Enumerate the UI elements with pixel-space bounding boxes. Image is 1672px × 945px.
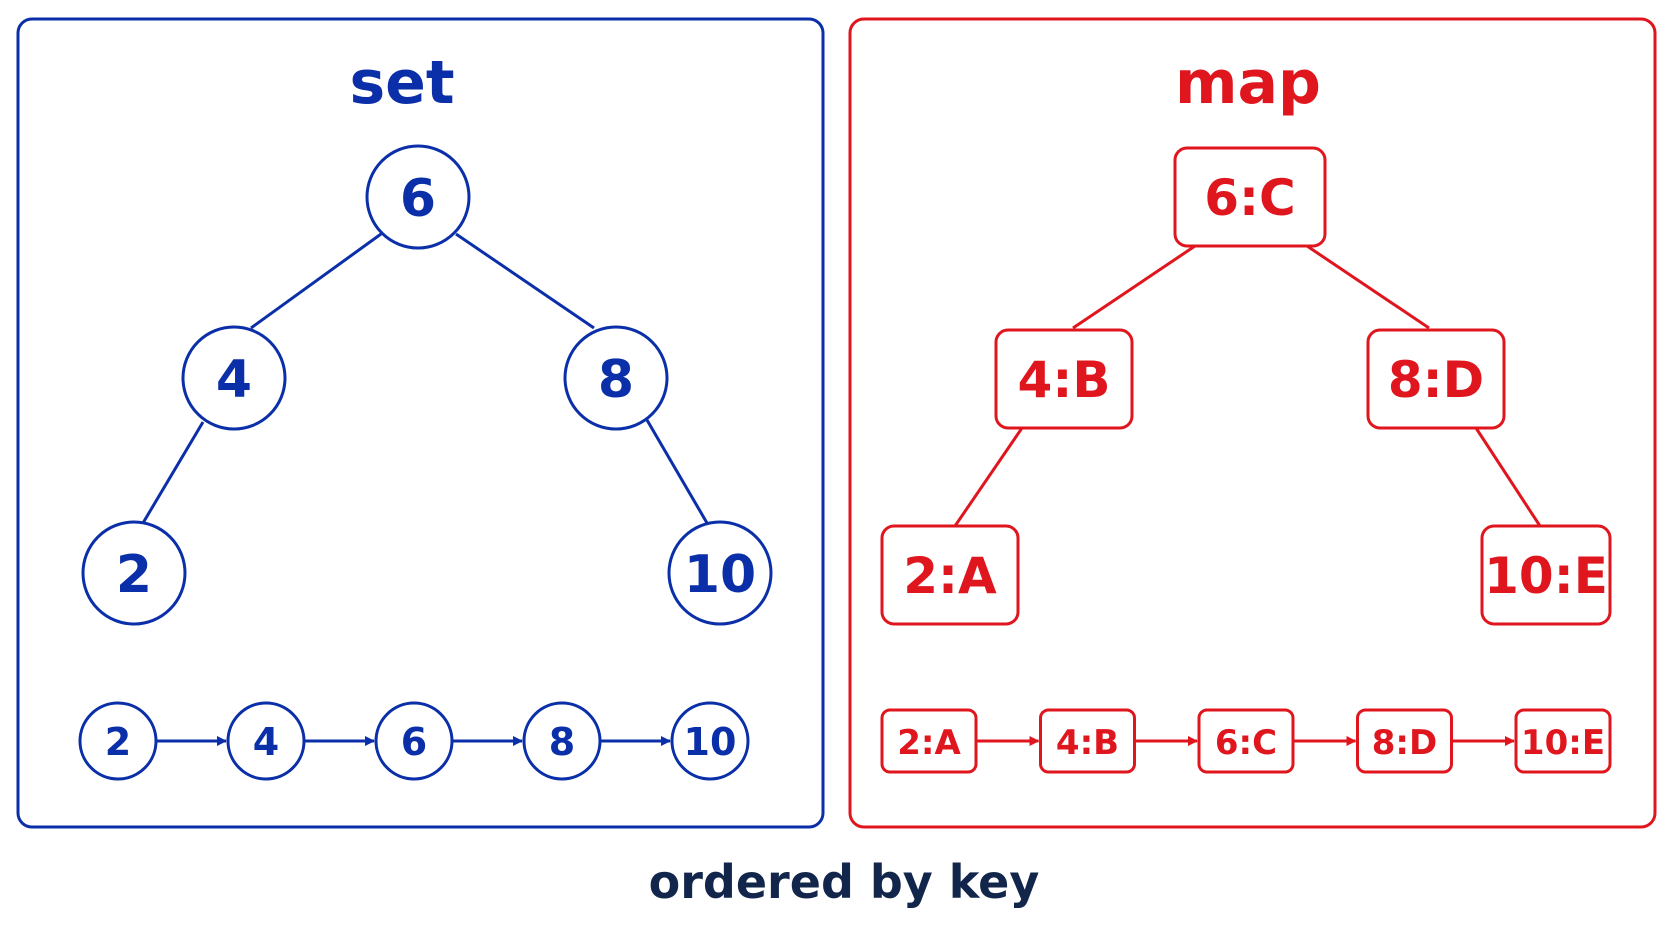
map-tree-edges (953, 244, 1542, 527)
set-panel: set 6 4 8 2 10 2 4 6 8 10 (16, 17, 825, 829)
set-tree-node-root-label: 6 (400, 169, 436, 229)
map-edge-root-left (1072, 244, 1196, 330)
map-sequence-node: 6:C (1197, 708, 1295, 774)
set-tree-node-left-left: 2 (81, 520, 187, 626)
map-sequence-node-label: 6:C (1215, 723, 1277, 763)
set-tree-edges (141, 232, 709, 524)
set-title: set (349, 48, 454, 118)
map-tree-node-root-label: 6:C (1204, 169, 1295, 227)
map-sequence-node: 4:B (1039, 708, 1136, 774)
set-panel-frame (16, 17, 825, 829)
set-tree-node-root: 6 (365, 144, 471, 250)
map-tree-node-root: 6:C (1173, 146, 1327, 248)
map-edge-right-rightright (1474, 427, 1542, 527)
set-edge-right-rightright (645, 419, 709, 524)
set-sequence-node-label: 2 (105, 720, 131, 764)
set-tree-node-left-left-label: 2 (116, 545, 152, 605)
map-tree-node-right-right: 10:E (1480, 524, 1612, 626)
set-edge-root-left (250, 232, 382, 330)
map-title: map (1175, 48, 1321, 118)
set-sequence-node-label: 6 (401, 720, 427, 764)
set-sequence-node: 4 (226, 701, 306, 781)
set-edge-left-leftleft (141, 421, 205, 524)
map-sequence-node-label: 10:E (1521, 723, 1605, 763)
set-sequence-node: 6 (374, 701, 454, 781)
set-tree-node-right-right: 10 (667, 520, 773, 626)
map-sequence-node-label: 2:A (897, 723, 961, 763)
set-tree-node-left: 4 (181, 325, 287, 431)
set-sequence-node-label: 8 (549, 720, 575, 764)
set-edge-root-right (455, 232, 595, 330)
set-sequence-node-label: 4 (253, 720, 279, 764)
map-sequence-node: 2:A (880, 708, 978, 774)
map-panel-frame (848, 17, 1657, 829)
map-edge-left-leftleft (953, 427, 1024, 527)
map-tree-node-left: 4:B (994, 328, 1134, 430)
caption: ordered by key (649, 855, 1040, 909)
set-tree-node-right-right-label: 10 (684, 545, 756, 605)
map-sequence-node-label: 8:D (1372, 723, 1437, 763)
set-sequence-node: 8 (522, 701, 602, 781)
map-sequence-node: 8:D (1356, 708, 1453, 774)
map-sequence: 2:A 4:B 6:C 8:D 10:E (880, 708, 1612, 774)
map-tree-node-right: 8:D (1366, 328, 1506, 430)
map-tree-node-right-right-label: 10:E (1484, 547, 1608, 605)
set-sequence-node: 2 (78, 701, 158, 781)
map-edge-root-right (1306, 244, 1430, 330)
map-tree-node-right-label: 8:D (1388, 351, 1484, 409)
map-tree-node-left-left: 2:A (880, 524, 1020, 626)
set-sequence-node: 10 (670, 701, 750, 781)
set-sequence-node-label: 10 (684, 720, 737, 764)
set-tree-node-left-label: 4 (216, 350, 252, 410)
set-tree-node-right-label: 8 (598, 350, 634, 410)
map-tree-node-left-left-label: 2:A (903, 547, 997, 605)
map-sequence-node-label: 4:B (1056, 723, 1119, 763)
map-sequence-node: 10:E (1514, 708, 1612, 774)
set-sequence: 2 4 6 8 10 (78, 701, 750, 781)
map-panel: map 6:C 4:B 8:D 2:A 10:E (848, 17, 1657, 829)
map-tree-node-left-label: 4:B (1018, 351, 1111, 409)
set-tree-node-right: 8 (563, 325, 669, 431)
